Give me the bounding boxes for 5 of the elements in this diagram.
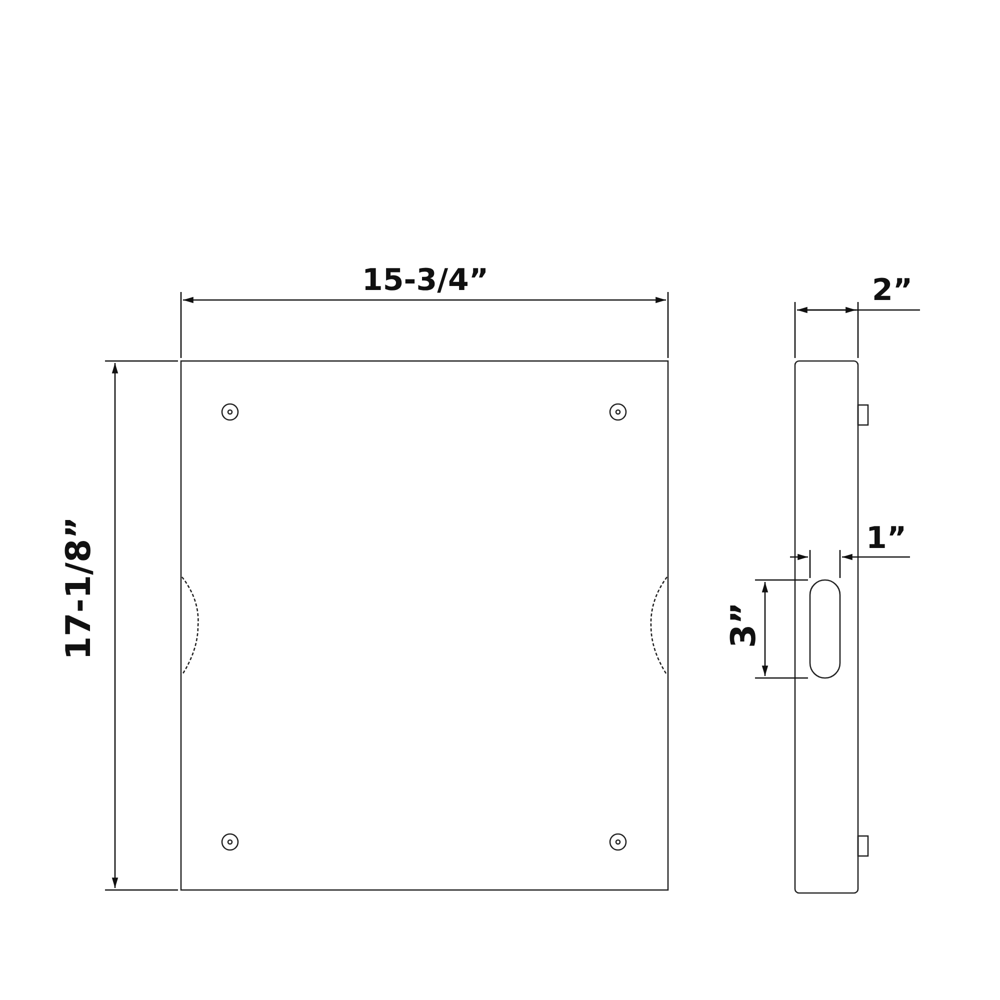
dimension-label: 17-1/8”: [62, 516, 96, 660]
dimension-label: 2”: [872, 276, 913, 306]
dimension-label: 3”: [727, 602, 761, 648]
dimension-label: 15-3/4”: [362, 266, 489, 296]
dimension-label: 1”: [866, 524, 907, 554]
